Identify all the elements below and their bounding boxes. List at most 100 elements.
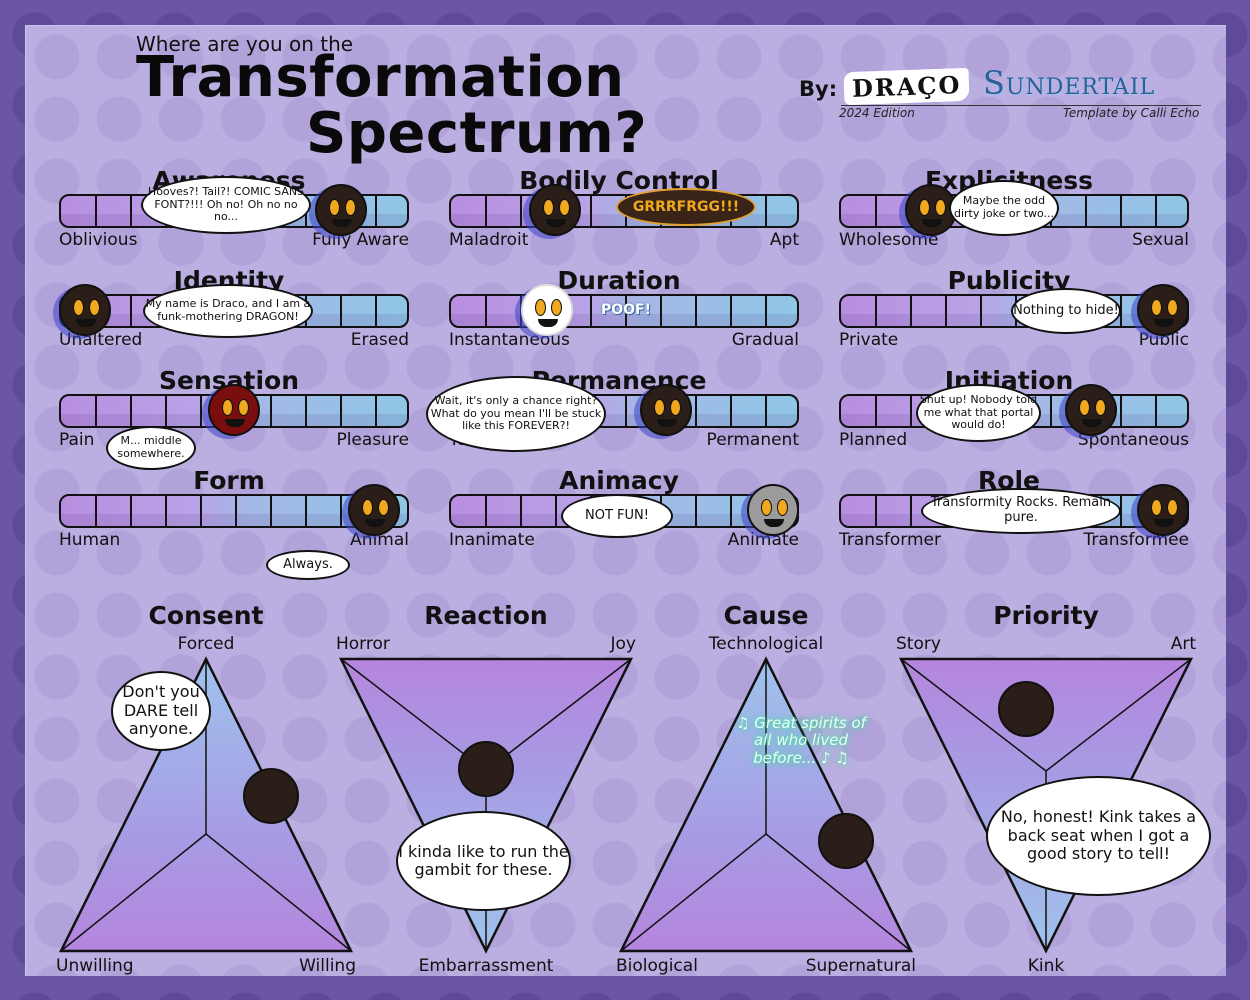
mouth-icon	[1154, 319, 1174, 327]
triangle-reaction: Reaction Horror Joy Embarrassment I	[336, 601, 636, 976]
character-marker[interactable]	[315, 184, 368, 236]
speech-bubble: Always.	[266, 550, 350, 580]
slider-left-label: Human	[59, 530, 121, 550]
slider-tick	[1120, 296, 1122, 326]
vertex-label-bottom-left: Biological	[616, 956, 698, 976]
slider-identity: Identity Unaltered Erased My name is Dra…	[51, 266, 409, 366]
slider-tick	[875, 396, 877, 426]
slider-right-label: Sexual	[1132, 230, 1189, 250]
template-credit: Template by Calli Echo	[1063, 106, 1200, 120]
character-marker[interactable]	[639, 384, 692, 436]
character-marker	[998, 681, 1054, 737]
triangle-plot[interactable]	[336, 651, 636, 961]
character-marker[interactable]	[747, 484, 799, 536]
slider-left-label: Maladroit	[449, 230, 529, 250]
vertex-label-bottom: Embarrassment	[418, 956, 554, 976]
slider-tick	[375, 296, 377, 326]
slider-tick	[375, 196, 377, 226]
slider-tick	[765, 196, 767, 226]
triangle-plot[interactable]	[616, 651, 916, 961]
speech-bubble: Don't you DARE tell anyone.	[111, 671, 211, 751]
slider-tick	[95, 196, 97, 226]
slider-tick	[695, 496, 697, 526]
speech-bubble: No, honest! Kink takes a back seat when …	[986, 776, 1211, 896]
eye-icon	[329, 199, 341, 216]
slider-tick	[910, 396, 912, 426]
slider-tick	[730, 396, 732, 426]
speech-bubble: POOF!	[600, 301, 651, 318]
slider-initiation: Initiation Planned Spontaneous Shut up! …	[831, 366, 1189, 466]
triangle-priority: Priority Story Art Kink No, honest!	[896, 601, 1211, 976]
slider-tick	[555, 496, 557, 526]
slider-tick	[730, 296, 732, 326]
slider-tick	[340, 296, 342, 326]
eye-icon	[934, 199, 946, 216]
chart-panel: Where are you on the Transformation Spec…	[25, 25, 1226, 976]
character-marker[interactable]	[59, 284, 111, 336]
slider-right-label: Fully Aware	[312, 230, 409, 250]
eye-icon	[89, 299, 100, 316]
slider-left-label: Planned	[839, 430, 908, 450]
triangle-axis	[340, 658, 487, 772]
slider-track[interactable]	[839, 294, 1189, 328]
character-marker[interactable]	[529, 184, 582, 236]
slider-tick	[625, 396, 627, 426]
character-marker[interactable]	[1137, 284, 1189, 336]
slider-right-label: Gradual	[731, 330, 799, 350]
slider-tick	[1155, 396, 1157, 426]
slider-tick	[520, 196, 522, 226]
author-signature: DRAÇO	[843, 67, 970, 106]
slider-left-label: Private	[839, 330, 899, 350]
mouth-icon	[76, 319, 96, 327]
slider-right-label: Apt	[769, 230, 799, 250]
eye-icon	[534, 299, 546, 316]
slider-title: Form	[193, 466, 265, 495]
eye-icon	[1167, 499, 1178, 516]
eye-icon	[1167, 299, 1178, 316]
triangle-title: Priority	[993, 601, 1099, 630]
eye-icon	[669, 399, 681, 416]
eye-icon	[238, 399, 249, 416]
slider-tick	[200, 396, 202, 426]
slider-tick	[910, 296, 912, 326]
eye-icon	[73, 299, 84, 316]
triangle-plot[interactable]	[56, 651, 356, 961]
triangle-title: Consent	[148, 601, 264, 630]
eye-icon	[1151, 499, 1162, 516]
character-marker[interactable]	[348, 484, 401, 536]
slider-right-label: Animal	[350, 530, 409, 550]
slider-sensation: Sensation Pain Pleasure M... middle some…	[51, 366, 409, 470]
speech-bubble: M... middle somewhere.	[106, 426, 196, 470]
character-marker[interactable]	[520, 284, 573, 336]
character-marker[interactable]	[904, 184, 957, 236]
slider-tick	[270, 496, 272, 526]
slider-right-label: Pleasure	[336, 430, 409, 450]
slider-title: Animacy	[559, 466, 679, 495]
triangle-title: Reaction	[424, 601, 548, 630]
slider-left-label: Wholesome	[839, 230, 939, 250]
eye-icon	[1151, 299, 1162, 316]
slider-tick	[485, 196, 487, 226]
character-marker[interactable]	[1137, 484, 1189, 536]
slider-tick	[590, 296, 592, 326]
slider-bodily-control: Bodily Control Maladroit Apt GRRRFRGG!!!	[441, 166, 799, 266]
slider-tick	[910, 496, 912, 526]
subtitle: Where are you on the	[136, 32, 354, 56]
triangle-consent: Consent Forced Unwilling Willing Don	[56, 601, 356, 976]
vertex-label-top-left: Horror	[336, 634, 390, 654]
slider-left-label: Oblivious	[59, 230, 138, 250]
slider-tick	[875, 196, 877, 226]
slider-tick	[130, 396, 132, 426]
speech-bubble: My name is Draco, and I am a funk-mother…	[143, 284, 313, 338]
eye-icon	[222, 399, 233, 416]
slider-tick	[485, 296, 487, 326]
slider-tick	[305, 496, 307, 526]
eye-icon	[1079, 399, 1091, 416]
eye-icon	[543, 199, 555, 216]
character-marker[interactable]	[208, 384, 260, 436]
speech-bubble: GRRRFRGG!!!	[616, 188, 756, 226]
vertex-label-top: Forced	[177, 634, 235, 654]
slider-tick	[485, 496, 487, 526]
triangle-axis	[1045, 658, 1192, 772]
character-marker[interactable]	[1065, 384, 1118, 436]
